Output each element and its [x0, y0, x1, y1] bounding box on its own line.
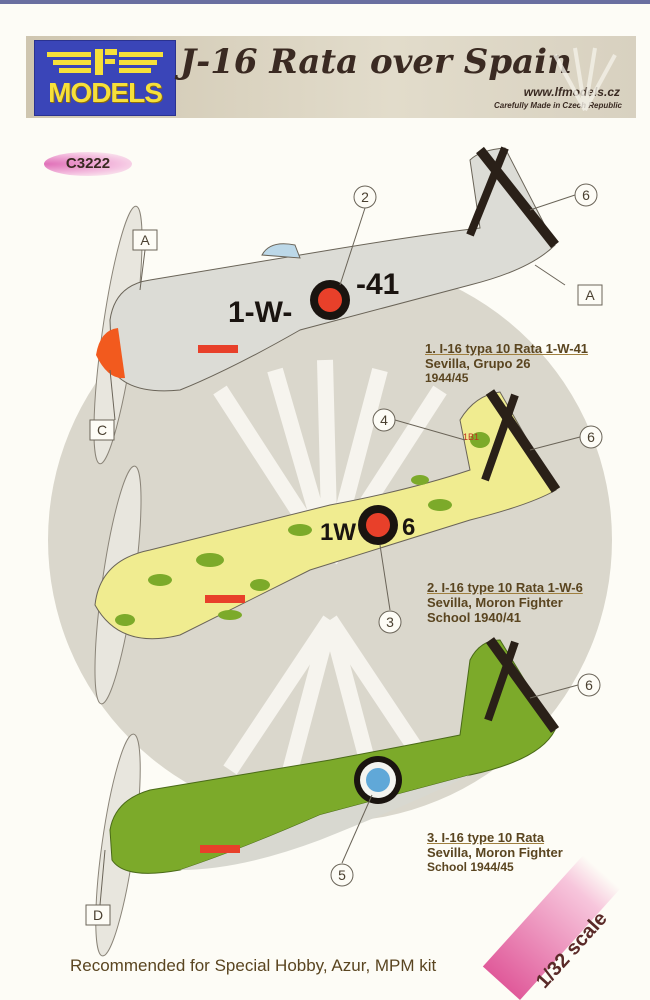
- svg-text:6: 6: [582, 187, 590, 203]
- aircraft-3-profile: [95, 637, 560, 957]
- spinner: [96, 328, 125, 379]
- callout-5: [330, 863, 354, 887]
- product-code-badge: C3222: [44, 152, 132, 176]
- callout-6: [579, 425, 603, 449]
- caption-line: School 1940/41: [427, 610, 521, 625]
- svg-text:4: 4: [380, 412, 388, 428]
- wings-icon: [47, 49, 163, 75]
- caption-line: School 1944/45: [427, 860, 514, 874]
- aircraft-2-caption: 2. I-16 type 10 Rata 1-W-6 Sevilla, Moro…: [427, 580, 583, 625]
- fuselage-code-right: 6: [402, 514, 415, 541]
- caption-heading: 3. I-16 type 10 Rata: [427, 830, 545, 845]
- svg-text:2: 2: [361, 189, 369, 205]
- caption-line: Sevilla, Moron Fighter: [427, 845, 563, 860]
- caption-line: 1944/45: [425, 371, 469, 385]
- callout-c: [89, 419, 115, 441]
- fuselage-code-right: -41: [356, 268, 399, 301]
- svg-text:D: D: [93, 907, 103, 923]
- callout-d: [85, 904, 111, 926]
- callout-4: [372, 408, 396, 432]
- caption-heading: 1. I-16 typa 10 Rata 1-W-41: [425, 341, 589, 356]
- callout-3: [378, 610, 402, 634]
- svg-text:6: 6: [587, 429, 595, 445]
- svg-text:6: 6: [585, 677, 593, 693]
- fuselage-code-left: 1-W-: [228, 296, 292, 329]
- svg-text:C: C: [97, 422, 107, 438]
- recommended-kits: Recommended for Special Hobby, Azur, MPM…: [70, 956, 437, 975]
- page-title: J-16 Rata over Spain: [180, 42, 572, 82]
- caption-line: Sevilla, Moron Fighter: [427, 595, 563, 610]
- aircraft-1-caption: 1. I-16 typa 10 Rata 1-W-41 Sevilla, Gru…: [425, 341, 588, 385]
- lf-models-logo: MODELS: [34, 40, 176, 116]
- svg-text:5: 5: [338, 867, 346, 883]
- svg-text:A: A: [140, 232, 150, 248]
- callout-2: [353, 185, 377, 209]
- top-border: [0, 0, 650, 4]
- svg-text:A: A: [585, 287, 595, 303]
- caption-line: Sevilla, Grupo 26: [425, 356, 531, 371]
- fuselage-code-left: 1W: [320, 519, 356, 546]
- callout-6: [577, 673, 601, 697]
- svg-text:3: 3: [386, 614, 394, 630]
- callout-a-1: [132, 229, 158, 251]
- callout-a-2: [577, 284, 603, 306]
- aircraft-3-caption: 3. I-16 type 10 Rata Sevilla, Moron Figh…: [427, 830, 563, 874]
- caption-heading: 2. I-16 type 10 Rata 1-W-6: [427, 580, 583, 595]
- callout-6: [574, 183, 598, 207]
- aircraft-2-profile: 1W 6 1B1: [94, 389, 561, 705]
- tail-code: 1B1: [463, 432, 479, 442]
- tagline: Carefully Made in Czech Republic: [493, 101, 622, 110]
- banner-arrows-icon: [553, 47, 617, 111]
- aircraft-1-profile: 1-W- -41: [93, 146, 559, 465]
- logo-text: MODELS: [48, 77, 163, 108]
